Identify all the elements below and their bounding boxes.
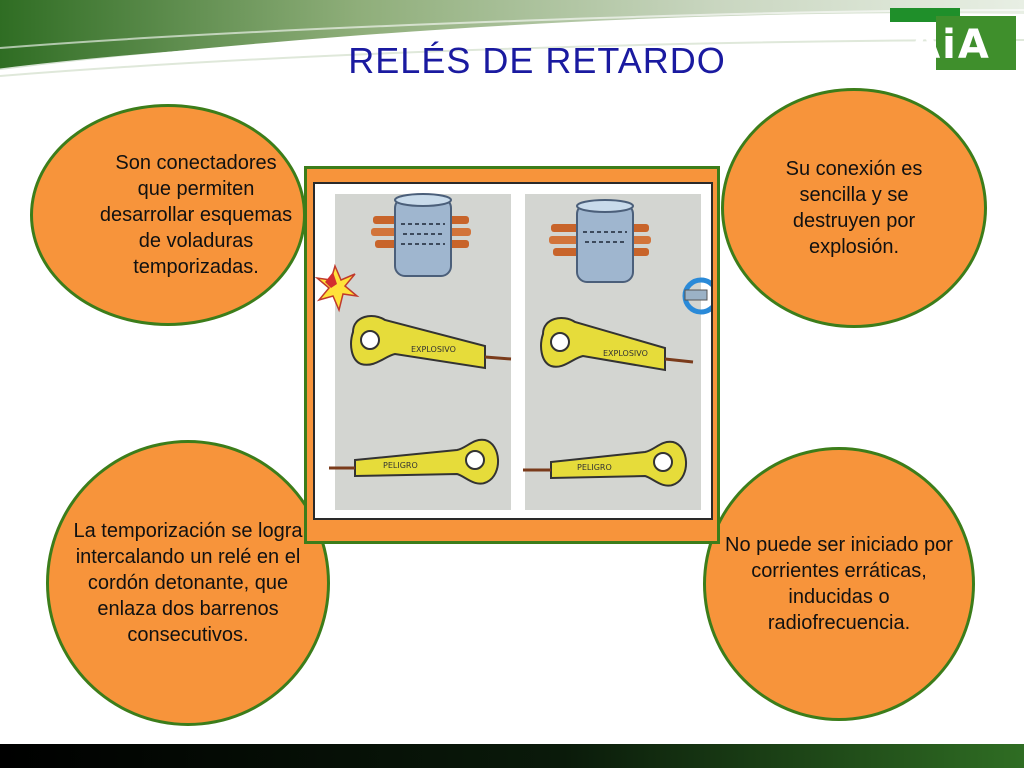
relay-label: PELIGRO <box>383 461 418 470</box>
bubble-bottom-left: La temporización se logra intercalando u… <box>46 440 330 726</box>
slide-title: RELÉS DE RETARDO <box>348 40 726 81</box>
relay-label: EXPLOSIVO <box>411 345 456 354</box>
relay-lower-right: PELIGRO <box>523 440 688 487</box>
relay-lower-left: PELIGRO <box>329 438 500 485</box>
aia-logo: AiA <box>884 8 1016 70</box>
bubble-text-bottom-right: No puede ser iniciado por corrientes err… <box>725 534 953 634</box>
logo-text: AiA <box>909 22 991 68</box>
bubble-top-left: Son conectadores que permiten desarrolla… <box>30 104 306 326</box>
relay-upper-left: EXPLOSIVO <box>350 315 512 370</box>
bubble-text-top-right: Su conexión es sencilla y se destruyen p… <box>785 158 923 258</box>
relay-label: EXPLOSIVO <box>603 349 648 358</box>
radio-frequency-icon <box>682 277 711 315</box>
detonator-cylinder-right <box>549 199 651 283</box>
bubble-text-bottom-left: La temporización se logra intercalando u… <box>73 520 303 646</box>
logo-shape <box>890 8 1016 70</box>
footer-band <box>0 744 1024 768</box>
explosion-icon <box>315 263 360 313</box>
relay-illustration: EXPLOSIVO EXPLOSIVO PELIGRO PELIGRO <box>313 182 713 520</box>
relay-label: PELIGRO <box>577 463 612 472</box>
relay-drawings: EXPLOSIVO EXPLOSIVO PELIGRO PELIGRO <box>315 193 711 487</box>
bubble-bottom-right: No puede ser iniciado por corrientes err… <box>703 447 975 721</box>
bubble-top-right: Su conexión es sencilla y se destruyen p… <box>721 88 987 328</box>
relay-upper-right: EXPLOSIVO <box>540 317 694 372</box>
bubble-text-top-left: Son conectadores que permiten desarrolla… <box>99 152 293 278</box>
detonator-cylinder-left <box>371 193 471 277</box>
